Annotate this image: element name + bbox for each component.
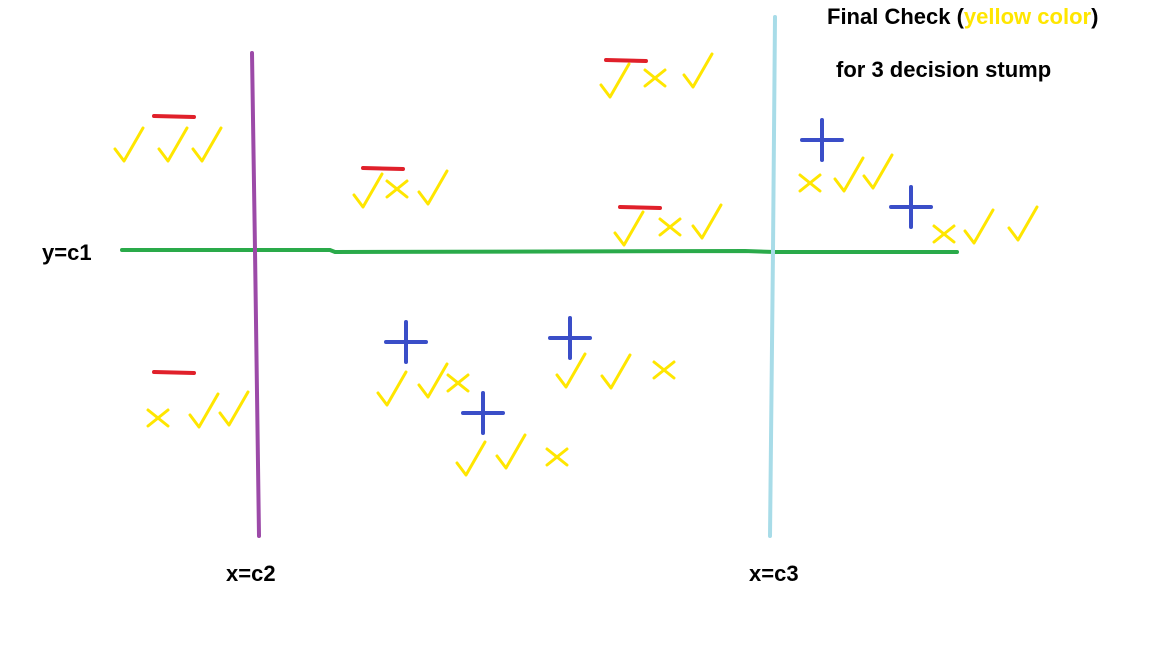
check-mark-icon: [495, 433, 527, 470]
data-point: [352, 166, 449, 209]
plus-icon: [461, 391, 505, 435]
data-point: [599, 52, 714, 99]
title-highlight: yellow color: [963, 4, 1092, 29]
check-mark-icon: [682, 52, 714, 89]
minus-icon: [604, 58, 648, 63]
cross-mark-icon: [643, 68, 667, 88]
data-point: [889, 185, 1039, 245]
cross-mark-icon: [652, 360, 676, 380]
data-point: [376, 320, 470, 407]
check-mark-icon: [455, 440, 487, 477]
data-point: [146, 370, 250, 429]
horizontal-split-line: [120, 248, 959, 255]
data-point: [798, 118, 894, 193]
minus-icon: [618, 205, 662, 210]
plus-icon: [889, 185, 933, 229]
right-line-label: x=c3: [749, 561, 799, 586]
right-vertical-split-line: [768, 15, 777, 538]
cross-mark-icon: [798, 173, 822, 193]
check-mark-icon: [599, 62, 631, 99]
check-mark-icon: [1007, 205, 1039, 242]
check-mark-icon: [218, 390, 250, 427]
check-mark-icon: [833, 156, 865, 193]
check-mark-icon: [691, 203, 723, 240]
cross-mark-icon: [446, 373, 470, 393]
check-mark-icon: [113, 126, 145, 163]
minus-icon: [361, 166, 405, 171]
plus-icon: [384, 320, 428, 364]
check-mark-icon: [188, 392, 220, 429]
title-prefix: Final Check (: [827, 4, 964, 29]
left-line-label: x=c2: [226, 561, 276, 586]
check-mark-icon: [157, 126, 189, 163]
check-mark-icon: [613, 210, 645, 247]
cross-mark-icon: [932, 224, 956, 244]
minus-icon: [152, 114, 196, 119]
title-suffix: ): [1091, 4, 1099, 29]
plus-icon: [548, 316, 592, 360]
check-mark-icon: [417, 169, 449, 206]
check-mark-icon: [862, 153, 894, 190]
plus-icon: [800, 118, 844, 162]
cross-mark-icon: [545, 447, 569, 467]
title: Final Check (yellow color): [827, 4, 1098, 30]
check-mark-icon: [352, 172, 384, 209]
minus-icon: [152, 370, 196, 375]
check-mark-icon: [555, 352, 587, 389]
subtitle: for 3 decision stump: [836, 57, 1052, 82]
check-mark-icon: [376, 370, 408, 407]
check-mark-icon: [417, 362, 449, 399]
horizontal-line-label: y=c1: [42, 240, 92, 265]
check-mark-icon: [963, 208, 995, 245]
cross-mark-icon: [146, 408, 170, 428]
cross-mark-icon: [385, 179, 409, 199]
left-vertical-split-line: [250, 51, 261, 538]
data-point: [548, 316, 676, 390]
data-point: [613, 203, 723, 247]
check-mark-icon: [600, 353, 632, 390]
data-point: [455, 391, 569, 477]
check-mark-icon: [191, 126, 223, 163]
cross-mark-icon: [658, 217, 682, 237]
data-point: [113, 114, 223, 163]
